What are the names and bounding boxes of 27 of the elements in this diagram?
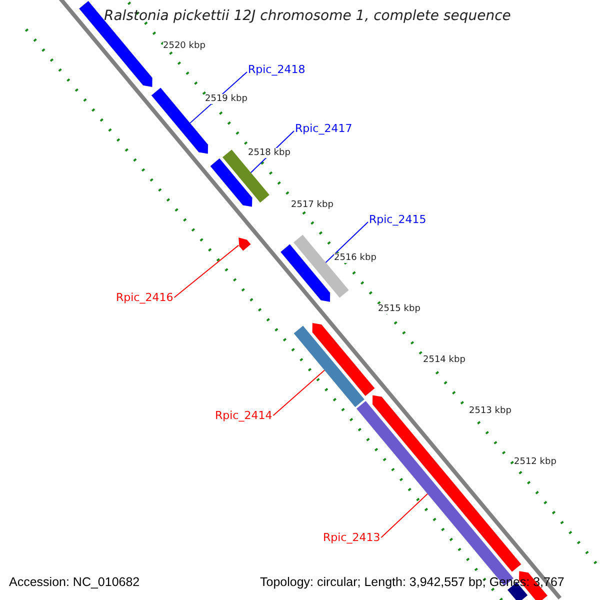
gene-feature	[222, 150, 270, 203]
title: Ralstonia pickettii 12J chromosome 1, complete sequence	[104, 8, 511, 24]
gene-label: Rpic_2417	[295, 122, 352, 135]
scale-label: 2513 kbp	[469, 406, 512, 416]
gene-label: Rpic_2413	[323, 531, 380, 544]
scale-label: 2518 kbp	[248, 148, 290, 158]
scale-label: 2515 kbp	[378, 304, 420, 314]
gene-label: Rpic_2414	[215, 409, 272, 422]
scale-label: 2516 kbp	[334, 253, 376, 263]
leader-line	[325, 222, 368, 263]
gene-feature	[210, 158, 252, 207]
scale-label: 2512 kbp	[514, 457, 556, 467]
scale-label: 2519 kbp	[205, 94, 248, 104]
gene-feature	[294, 326, 364, 408]
leader-line	[174, 244, 240, 298]
gene-feature	[238, 238, 251, 251]
leader-line	[272, 370, 325, 416]
scale-label: 2517 kbp	[291, 200, 334, 210]
gene-feature	[280, 244, 330, 302]
gene-label: Rpic_2418	[248, 63, 306, 76]
scale-label: 2520 kbp	[163, 41, 206, 51]
info-text: Accession: NC_010682	[9, 575, 140, 589]
scale-label: 2514 kbp	[423, 355, 466, 365]
gene-label: Rpic_2415	[369, 213, 426, 226]
leader-line	[380, 493, 428, 538]
gene-label: Rpic_2416	[116, 291, 174, 304]
gene-feature	[312, 323, 375, 396]
